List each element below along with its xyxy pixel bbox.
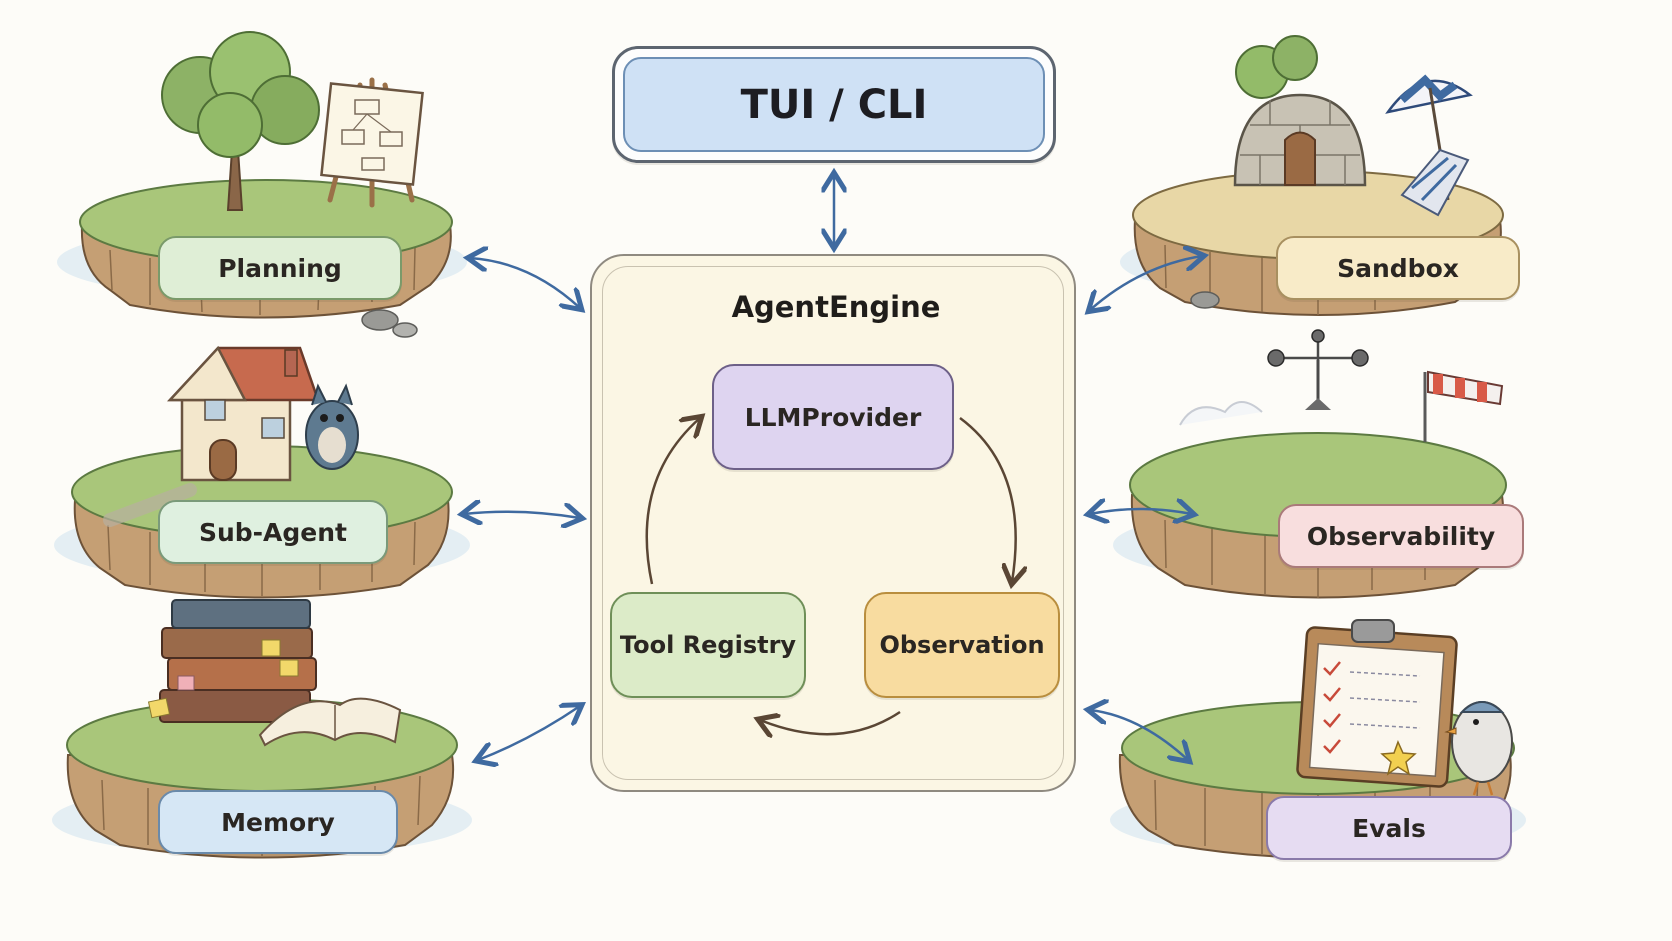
arrow-evals-engine xyxy=(1090,710,1188,760)
planning-label: Planning xyxy=(158,236,402,300)
windsock-icon xyxy=(1423,370,1504,442)
anemometer-icon xyxy=(1267,329,1369,410)
sub-agent-label: Sub-Agent xyxy=(158,500,388,564)
arrow-observability-engine xyxy=(1090,509,1192,514)
evals-label: Evals xyxy=(1266,796,1512,860)
connector-arrows xyxy=(464,175,1202,760)
observability-label: Observability xyxy=(1278,504,1524,568)
stone-hut-icon xyxy=(1233,35,1367,187)
agent-engine-container xyxy=(590,254,1076,792)
observation-node: Observation xyxy=(864,592,1060,698)
tool-registry-node: Tool Registry xyxy=(610,592,806,698)
umbrella-icon xyxy=(1385,74,1473,217)
books-icon xyxy=(147,599,402,747)
arrow-sandbox-engine xyxy=(1090,256,1202,310)
owl-icon xyxy=(305,383,359,470)
agent-engine-title: AgentEngine xyxy=(731,290,941,324)
tui-cli-label: TUI / CLI xyxy=(623,57,1045,152)
cottage-icon xyxy=(167,345,320,482)
tree-icon xyxy=(161,31,320,211)
arrow-subagent-engine xyxy=(464,512,580,518)
arrow-planning-engine xyxy=(470,258,580,308)
clipboard-icon xyxy=(1296,619,1458,788)
tui-cli-box: TUI / CLI xyxy=(612,46,1056,163)
sandbox-label: Sandbox xyxy=(1276,236,1520,300)
bird-icon xyxy=(1444,701,1513,796)
llm-provider-node: LLMProvider xyxy=(712,364,954,470)
memory-label: Memory xyxy=(158,790,398,854)
easel-icon xyxy=(320,77,424,208)
arrow-memory-engine xyxy=(478,706,580,760)
